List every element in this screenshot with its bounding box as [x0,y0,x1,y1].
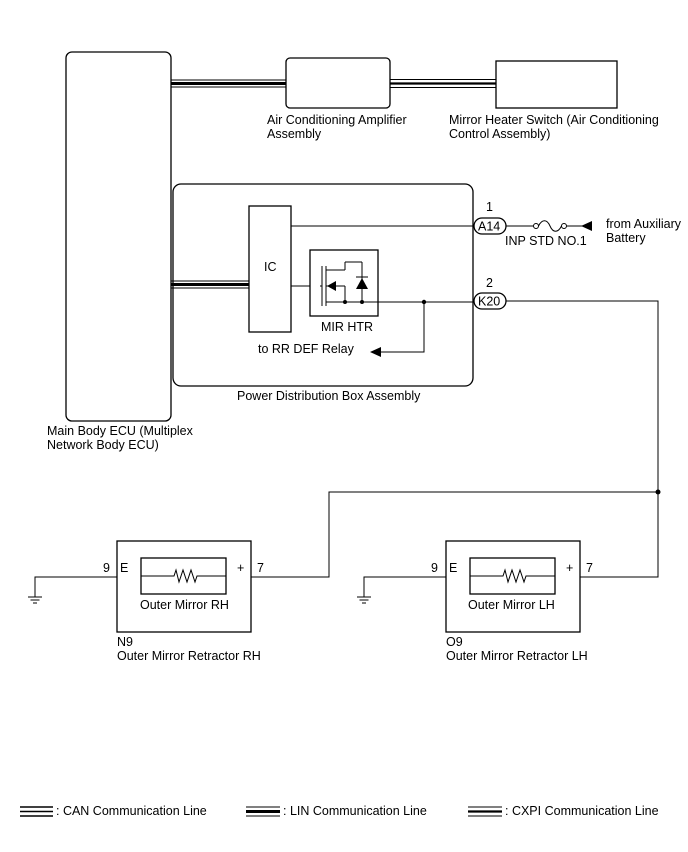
junction-dot-mosfet [343,300,347,304]
a14-pin-number: 1 [486,200,493,214]
retractor-lh-e-label: E [449,561,457,575]
to-rr-def-relay-label: to RR DEF Relay [258,342,355,356]
fuse-symbol [538,220,562,232]
retractor-lh-name: Outer Mirror Retractor LH [446,649,588,663]
legend-lin-label: : LIN Communication Line [283,804,427,818]
power-distribution-box-label: Power Distribution Box Assembly [237,389,421,403]
main-body-ecu-label-line1: Main Body ECU (Multiplex [47,424,194,438]
retractor-lh-pin-plus: 7 [586,561,593,575]
a14-connector-label: A14 [478,220,500,234]
outer-mirror-lh-label: Outer Mirror LH [468,598,555,612]
wire-k20-to-retractors [506,300,659,578]
battery-arrow [581,221,592,231]
main-body-ecu-label-line2: Network Body ECU) [47,438,159,452]
ac-amplifier-label-line2: Assembly [267,127,322,141]
legend-can-symbol [20,806,53,817]
retractor-rh-pin-e: 9 [103,561,110,575]
mirror-heater-switch-box [495,60,618,109]
mir-htr-label: MIR HTR [321,320,373,334]
legend-cxpi-label: : CXPI Communication Line [505,804,659,818]
cxpi-line-ac-amplifier-to-switch [390,79,496,88]
retractor-rh-e-label: E [120,561,128,575]
battery-label-line2: Battery [606,231,646,245]
ac-amplifier-label-line1: Air Conditioning Amplifier [267,113,407,127]
wire-rh-ground [34,576,117,597]
k20-connector-label: K20 [478,295,500,309]
retractor-rh-name: Outer Mirror Retractor RH [117,649,261,663]
mir-htr-box [309,249,379,317]
outer-mirror-rh-label: Outer Mirror RH [140,598,229,612]
retractor-lh-code: O9 [446,635,463,649]
battery-label-line1: from Auxiliary [606,217,682,231]
wire-to-rr-def-relay [381,302,425,353]
ground-icon [28,596,42,604]
lin-line-ecu-to-ac-amplifier [171,79,286,88]
wire-lh-ground [363,576,446,597]
ac-amplifier-box [285,57,391,109]
mirror-heater-switch-label-line1: Mirror Heater Switch (Air Conditioning [449,113,659,127]
lin-line-ecu-to-ic [171,280,249,289]
fuse-terminal-right [561,223,567,229]
ic-label: IC [264,260,277,274]
retractor-rh-plus-label: + [237,561,244,575]
rr-def-arrow [370,347,381,357]
legend-cxpi-symbol [468,806,502,817]
ground-icon [357,596,371,604]
fuse-label: INP STD NO.1 [505,234,587,248]
fuse-terminal-left [533,223,539,229]
wire-junction-to-rh [251,491,658,578]
mosfet-arrow [327,281,336,291]
diode-symbol [356,278,368,289]
k20-pin-number: 2 [486,276,493,290]
ic-box [248,205,292,333]
resistor-lh-symbol [470,568,555,584]
retractor-lh-plus-label: + [566,561,573,575]
retractor-lh-pin-e: 9 [431,561,438,575]
legend-can-label: : CAN Communication Line [56,804,207,818]
mirror-heater-switch-label-line2: Control Assembly) [449,127,550,141]
main-body-ecu-box [65,51,172,422]
retractor-rh-pin-plus: 7 [257,561,264,575]
legend-lin-symbol [246,806,280,817]
retractor-rh-code: N9 [117,635,133,649]
resistor-rh-symbol [141,568,226,584]
